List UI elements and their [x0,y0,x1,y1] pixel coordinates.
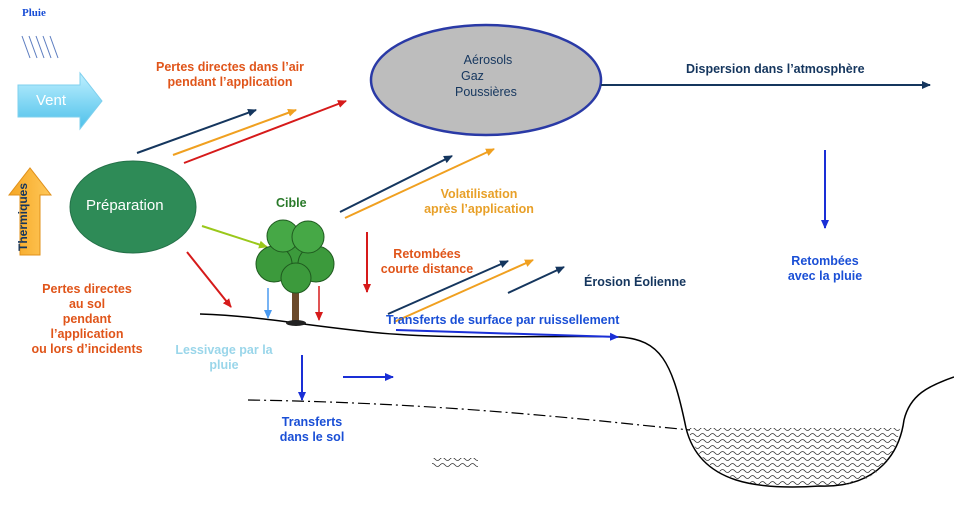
label-lessivage-line1: Lessivage par la [175,343,273,357]
label-retombees-pluie-line1: Retombées [791,254,859,268]
label-retombees-pluie-line2: avec la pluie [787,269,863,283]
label-volatilisation-line2: après l’application [424,202,534,216]
arrow-volatilisation-orange [344,148,495,219]
arrow-erosion-navy-2 [507,266,565,294]
label-retombees-cd-line1: Retombées [393,247,461,261]
water-body-icon [688,428,900,487]
label-retombees-cd-line2: courte distance [380,262,474,276]
label-thermiques: Thermiques [16,182,30,251]
label-pluie: Pluie [22,7,46,19]
water-puddle-icon [432,458,478,468]
wind-arrow-icon [17,71,103,131]
label-pertes-sol-line1: Pertes directes [42,282,132,296]
label-pertes-sol-line3: pendant [62,312,112,326]
label-transferts-sol: Transferts dans le sol [262,415,362,445]
label-pertes-air-line2: pendant l’application [167,75,293,89]
arrow-pertes-sol [186,251,232,308]
label-vent: Vent [36,92,67,109]
label-volatilisation-line1: Volatilisation [440,187,518,201]
label-pertes-air-line1: Pertes directes dans l’air [156,60,304,74]
tree-icon [255,219,335,326]
label-volatilisation: Volatilisation après l’application [414,187,544,217]
groundwater-line [247,399,691,431]
label-transferts-sol-line2: dans le sol [279,430,345,444]
preparation-node [69,160,197,254]
label-transferts-sol-line1: Transferts [281,415,343,429]
label-gaz: Gaz [461,69,484,83]
label-transferts-surface: Transferts de surface par ruissellement [386,313,620,327]
label-pertes-sol-line4: l’application [50,327,124,341]
label-poussieres: Poussières [455,85,517,99]
label-lessivage-line2: pluie [209,358,239,372]
arrow-erosion-orange [393,259,534,323]
label-aerosols-group: Aérosols Gaz Poussières [443,52,533,100]
rain-icon [21,35,59,59]
label-cible: Cible [276,196,307,210]
arrow-ruissellement [395,329,619,341]
label-pertes-sol-line5: ou lors d’incidents [31,342,143,356]
label-pertes-sol-line2: au sol [68,297,106,311]
arrow-erosion-navy-1 [387,260,509,315]
label-erosion: Érosion Éolienne [584,275,687,289]
label-lessivage: Lessivage par la pluie [168,343,280,373]
arrow-volatilisation-navy [339,155,453,213]
label-preparation: Préparation [86,197,164,214]
label-dispersion: Dispersion dans l’atmosphère [686,62,865,76]
thermal-arrow-icon [7,167,53,256]
ground-surface [199,313,954,488]
arrow-to-cible [201,225,268,249]
label-retombees-cd: Retombées courte distance [372,247,482,277]
label-retombees-pluie: Retombées avec la pluie [770,254,880,284]
label-pertes-air: Pertes directes dans l’air pendant l’app… [140,60,320,90]
arrow-air-orange [172,108,297,156]
label-pertes-sol: Pertes directes au sol pendant l’applica… [22,282,152,357]
arrow-air-red [183,100,347,164]
arrow-air-navy [136,108,257,154]
aerosol-node [369,23,603,137]
label-aerosols: Aérosols [463,53,513,67]
